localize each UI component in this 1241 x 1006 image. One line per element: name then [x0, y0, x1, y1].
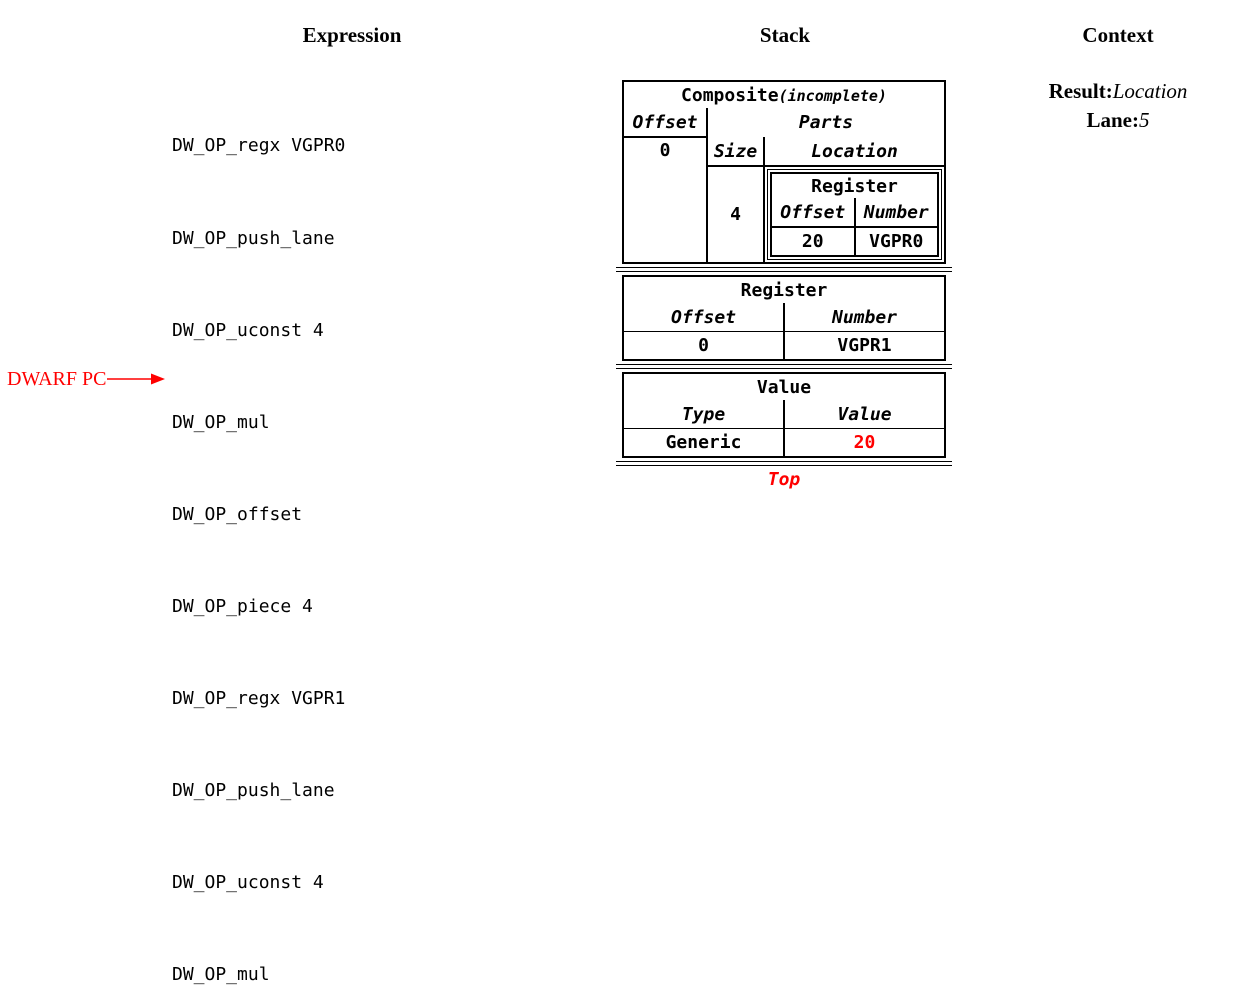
- value-type-value: Generic: [623, 428, 785, 457]
- expression-op: DW_OP_regx VGPR0: [172, 135, 346, 157]
- dwarf-pc-label: DWARF PC: [7, 367, 107, 390]
- stack-entry-value: Value Type Value Generic 20: [622, 372, 946, 458]
- composite-offset-value: 0: [623, 136, 708, 263]
- result-value: Location: [1112, 79, 1188, 103]
- right-arrow-icon: [107, 373, 166, 385]
- expression-op-list: DW_OP_regx VGPR0 DW_OP_push_lane DW_OP_u…: [172, 70, 345, 1006]
- expression-op: DW_OP_regx VGPR1: [172, 688, 346, 710]
- composite-size-value: 4: [707, 165, 765, 263]
- composite-location-header: Location: [811, 140, 898, 162]
- context-lane-line: Lane:5: [978, 106, 1241, 135]
- nested-register-offset-value: 20: [771, 226, 856, 256]
- nested-register-number-header: Number: [863, 201, 929, 223]
- composite-subtitle: (incomplete): [778, 86, 887, 105]
- nested-register-table: Register Offset Number 20 VGPR0: [767, 169, 942, 260]
- expression-op: DW_OP_piece 4: [172, 595, 313, 617]
- stack-entry-separator: [616, 364, 952, 369]
- stack-entry-register: Register Offset Number 0 VGPR1: [622, 275, 946, 361]
- value-type-header: Type: [623, 400, 785, 429]
- stack-top-label: Top: [767, 469, 801, 490]
- register-number-header: Number: [831, 306, 898, 328]
- composite-title-cell: Composite(incomplete): [623, 81, 945, 108]
- value-title: Value: [756, 376, 812, 398]
- dwarf-pc-annotation: DWARF PC: [7, 366, 166, 392]
- stack-entry-separator: [616, 267, 952, 272]
- dwarf-evaluation-diagram: { "headers": { "expression": "Expression…: [7, 23, 1241, 986]
- value-value-header: Value: [837, 403, 892, 425]
- register-number-value: VGPR1: [784, 331, 945, 360]
- expression-op: DW_OP_mul: [172, 964, 270, 986]
- context-column-header: Context: [1082, 23, 1154, 47]
- stack-entry-composite: Composite(incomplete) Offset Parts 0 Siz…: [622, 80, 946, 264]
- register-title: Register: [740, 279, 828, 301]
- expression-op: DW_OP_uconst 4: [172, 319, 324, 341]
- expression-op: DW_OP_mul: [172, 411, 270, 433]
- expression-op: DW_OP_offset: [172, 503, 303, 525]
- expression-op: DW_OP_uconst 4: [172, 872, 324, 894]
- nested-register-number-value: VGPR0: [854, 226, 938, 256]
- expression-op: DW_OP_push_lane: [172, 227, 335, 249]
- composite-size-header: Size: [707, 137, 765, 166]
- value-value-value: 20: [784, 428, 945, 457]
- composite-title: Composite: [681, 84, 779, 106]
- register-offset-value: 0: [623, 331, 785, 360]
- stack-panel: Composite(incomplete) Offset Parts 0 Siz…: [616, 80, 952, 490]
- nested-register-offset-header: Offset: [771, 198, 856, 227]
- register-offset-header: Offset: [623, 303, 785, 332]
- composite-parts-header: Parts: [798, 112, 854, 133]
- context-panel: Result:Location Lane:5: [978, 77, 1241, 135]
- context-result-line: Result:Location: [978, 77, 1241, 106]
- stack-column-header: Stack: [759, 23, 811, 47]
- stack-entry-separator: [616, 461, 952, 466]
- lane-label: Lane:: [1086, 108, 1140, 132]
- nested-register-title: Register: [811, 175, 898, 197]
- composite-offset-header: Offset: [623, 108, 708, 137]
- expression-column-header: Expression: [302, 23, 402, 47]
- composite-location-cell: Register Offset Number 20 VGPR0: [764, 165, 945, 263]
- expression-op: DW_OP_push_lane: [172, 780, 335, 802]
- result-label: Result:: [1048, 79, 1113, 103]
- lane-value: 5: [1139, 108, 1150, 132]
